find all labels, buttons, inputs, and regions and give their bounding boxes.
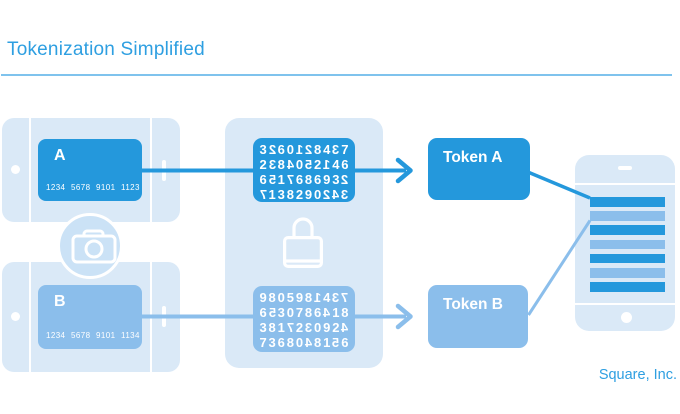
arrowhead-token-a — [395, 157, 413, 184]
token-b-box: Token B — [428, 285, 528, 348]
list-bar — [590, 253, 665, 264]
token-a-label: Token A — [443, 149, 503, 166]
home-button-dot — [11, 312, 20, 321]
home-button — [621, 312, 632, 323]
page-title: Tokenization Simplified — [7, 39, 205, 60]
card-b-label: B — [54, 293, 66, 310]
card-a-label: A — [54, 147, 66, 164]
lock-icon — [283, 217, 323, 268]
camera-icon — [71, 229, 117, 264]
brand-credit: Square, Inc. — [598, 367, 677, 383]
phone-screen-divider — [29, 262, 31, 372]
arrowhead-token-b — [395, 303, 413, 330]
side-button-dash — [162, 160, 166, 181]
phone-speaker-bar — [618, 166, 632, 170]
list-bar — [590, 211, 665, 221]
card-b-number: 1234 5678 9101 1134 — [46, 331, 140, 340]
credit-card-a: A 1234 5678 9101 1123 — [38, 139, 142, 201]
card-a-number: 1234 5678 9101 1123 — [46, 183, 140, 192]
home-button-dot — [11, 165, 20, 174]
list-bar — [590, 282, 665, 292]
list-bar — [590, 268, 665, 278]
token-a-box: Token A — [428, 138, 530, 200]
phone-screen-divider — [29, 118, 31, 222]
camera-badge — [57, 213, 123, 279]
list-bar — [590, 225, 665, 235]
phone-screen-divider — [150, 118, 152, 222]
title-divider — [1, 74, 672, 76]
phone-screen-divider — [150, 262, 152, 372]
token-b-label: Token B — [443, 296, 503, 313]
phone-screen-list — [590, 197, 665, 292]
phone-screen-divider — [575, 183, 675, 185]
side-button-dash — [162, 306, 166, 327]
phone-screen-divider — [575, 303, 675, 305]
list-bar — [590, 239, 665, 250]
list-bar — [590, 197, 665, 207]
credit-card-b: B 1234 5678 9101 1134 — [38, 285, 142, 349]
